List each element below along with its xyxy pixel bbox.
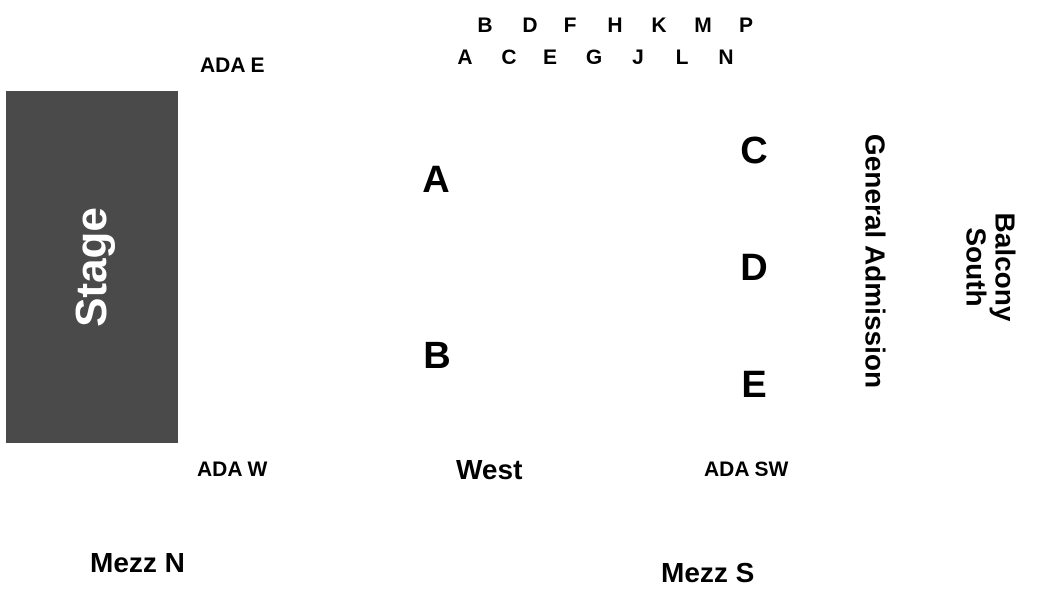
balcony-south-line1: Balcony — [989, 212, 1021, 322]
row-c: C — [501, 46, 517, 69]
row-p: P — [738, 14, 754, 37]
stage-label: Stage — [67, 207, 116, 327]
section-a: A — [422, 159, 450, 201]
row-f: F — [563, 14, 577, 37]
section-e: E — [741, 364, 767, 406]
row-m: M — [694, 14, 712, 37]
row-k: K — [651, 14, 667, 37]
row-b: B — [477, 14, 493, 37]
row-e: E — [542, 46, 558, 69]
mezz-south-label: Mezz S — [661, 557, 755, 588]
section-d: D — [740, 247, 768, 289]
balcony-south-line2: South — [960, 227, 991, 307]
ada-east-label: ADA E — [200, 54, 265, 77]
general-admission-text: General Admission — [859, 133, 891, 389]
row-j: J — [632, 46, 644, 69]
stage: Stage — [6, 91, 178, 443]
row-n: N — [718, 46, 734, 69]
row-d: D — [522, 14, 538, 37]
section-b: B — [423, 335, 451, 377]
ada-southwest-label: ADA SW — [704, 458, 789, 481]
ada-west-label: ADA W — [197, 458, 268, 481]
balcony-south-label: Balcony South — [960, 212, 1021, 322]
mezz-north-label: Mezz N — [90, 547, 185, 578]
section-c: C — [740, 130, 768, 172]
west-label: West — [456, 454, 523, 485]
row-a: A — [457, 46, 473, 69]
row-l: L — [675, 46, 689, 69]
general-admission-label: General Admission — [859, 133, 891, 389]
row-g: G — [585, 46, 603, 69]
row-h: H — [607, 14, 623, 37]
